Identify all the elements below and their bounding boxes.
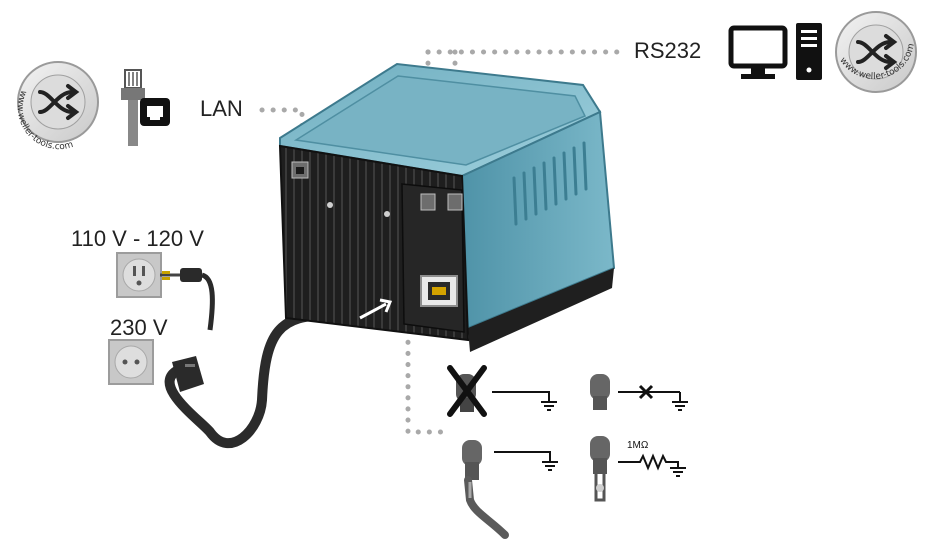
- ground-symbol-icon: [542, 461, 558, 471]
- resistor-value-label: 1MΩ: [627, 440, 649, 451]
- watermark-stamp-left: [17, 61, 99, 143]
- shuffle-arrows-icon: [38, 84, 80, 120]
- rj45-plug-icon: [121, 69, 170, 146]
- voltage-230-label: 230 V: [110, 315, 168, 340]
- us-power-outlet-icon: [116, 252, 162, 298]
- eu-power-plug: [172, 356, 204, 392]
- us-power-plug: [160, 268, 215, 331]
- lan-label: LAN: [200, 96, 243, 121]
- no-ground-option: [447, 365, 557, 417]
- voltage-110-120-label: 110 V - 120 V: [71, 226, 204, 251]
- eu-power-outlet-icon: [108, 339, 154, 385]
- ground-symbol-icon: [672, 401, 688, 411]
- resistor-ground-option: 1MΩ: [590, 436, 686, 502]
- lan-port: [291, 161, 309, 179]
- insert-arrow: [359, 298, 393, 320]
- side-vents: [512, 141, 588, 226]
- rs232-port: [420, 193, 463, 211]
- ground-symbol-icon: [541, 401, 557, 411]
- power-cord: [164, 301, 375, 449]
- soldering-station: [278, 62, 616, 352]
- open-ground-option: [590, 374, 688, 411]
- rs232-label: RS232: [634, 38, 702, 63]
- shuffle-arrows-icon: [856, 34, 898, 70]
- grounding-options: 1MΩ: [447, 365, 688, 539]
- power-inlet: [420, 275, 458, 307]
- watermark-stamp-right: [835, 11, 917, 93]
- desktop-computer-icon: [728, 23, 822, 80]
- ground-symbol-icon: [670, 467, 686, 477]
- direct-ground-option: [462, 440, 558, 539]
